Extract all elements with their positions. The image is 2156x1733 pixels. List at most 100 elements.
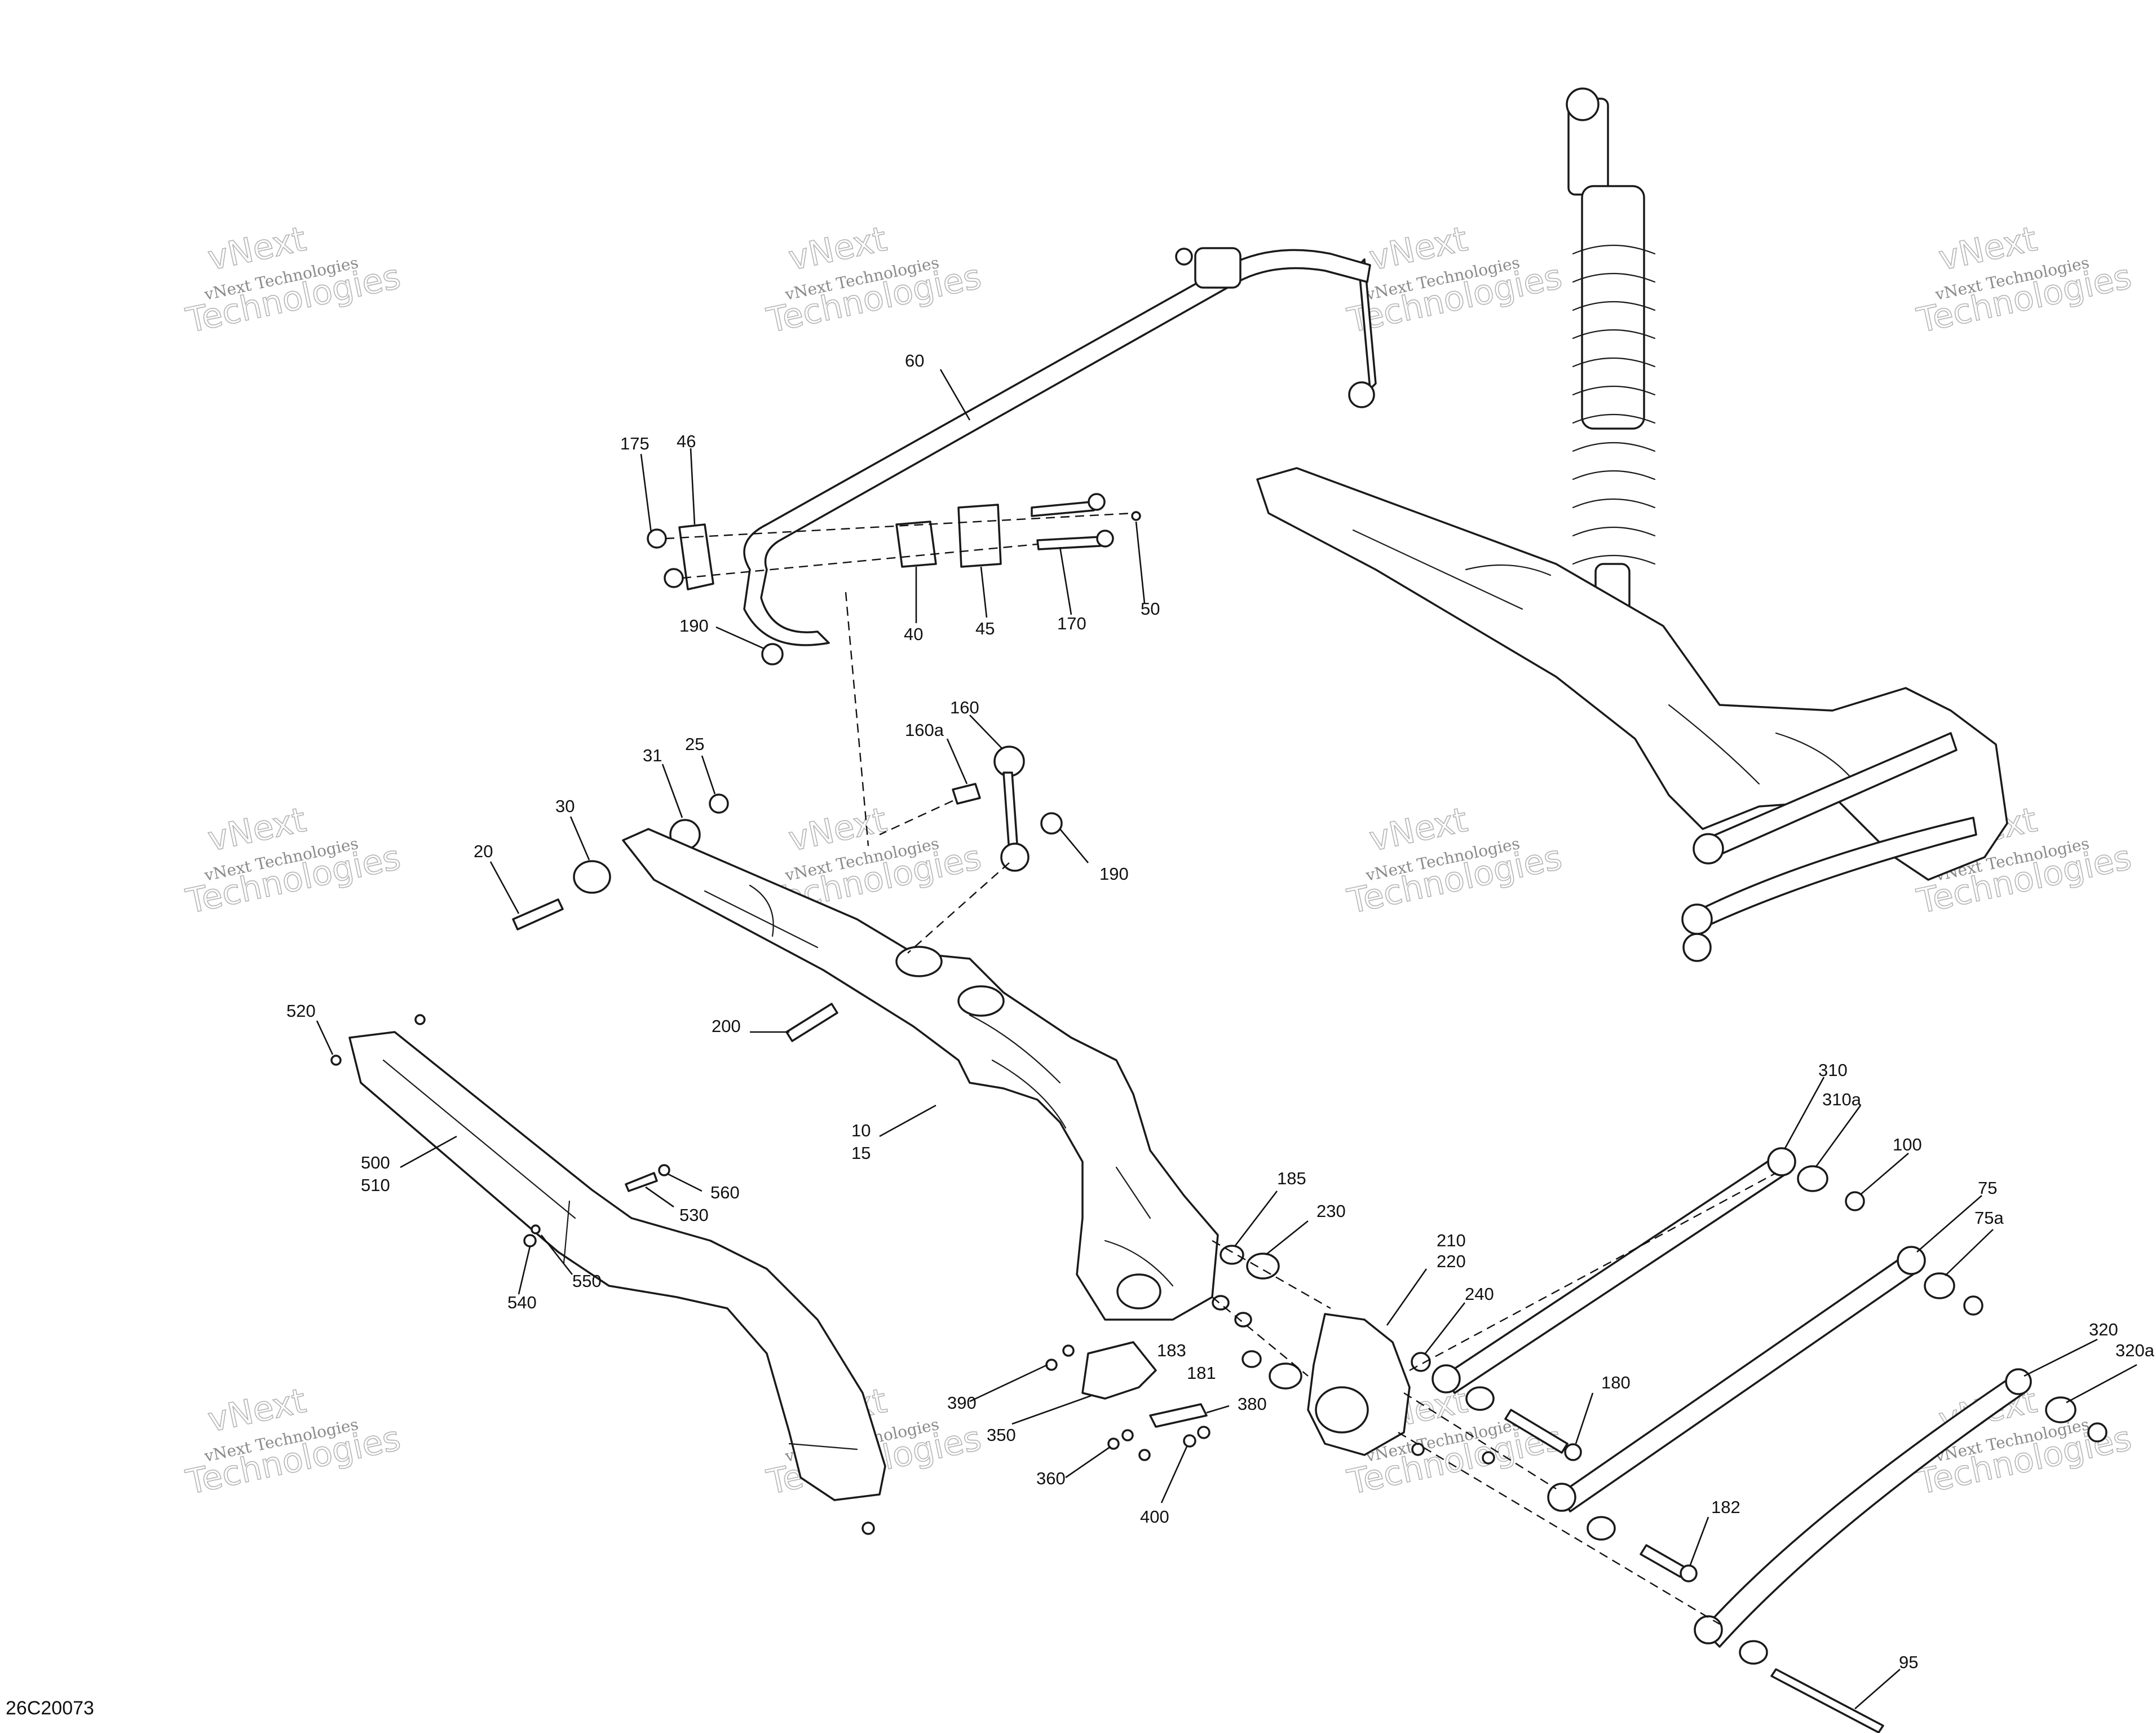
nut-190-mid	[1040, 812, 1063, 835]
leader-95	[1854, 1669, 1901, 1709]
link-320-upper-end	[2005, 1368, 2032, 1395]
skid-plate-body	[348, 1031, 886, 1501]
link-310	[1442, 1155, 1788, 1394]
callout-75: 75	[1978, 1178, 1997, 1198]
callout-46: 46	[677, 431, 696, 451]
bolt-180-head	[1564, 1443, 1582, 1461]
link-320	[1702, 1375, 2025, 1648]
callout-320a: 320a	[2115, 1340, 2155, 1360]
knuckle-210	[1212, 1245, 1495, 1465]
assembled-lower-link	[1690, 817, 1977, 932]
leader-550	[540, 1234, 573, 1275]
leader-160a	[946, 738, 968, 784]
leader-230	[1265, 1220, 1309, 1256]
plate-46	[678, 523, 714, 590]
screw-540	[523, 1234, 537, 1247]
bolt	[1062, 1344, 1075, 1357]
pivot-boss	[1116, 1273, 1161, 1309]
leader-185	[1234, 1190, 1278, 1247]
callout-310a: 310a	[1822, 1090, 1862, 1109]
leader-390	[969, 1364, 1048, 1403]
bushing	[1465, 1386, 1495, 1411]
drawing-number: 26C20073	[6, 1697, 94, 1719]
callout-40: 40	[904, 624, 923, 644]
leader-10	[879, 1104, 936, 1137]
bolt-390	[1045, 1359, 1058, 1371]
leader-310	[1783, 1077, 1825, 1150]
callout-30: 30	[555, 796, 575, 816]
nut	[664, 568, 684, 588]
callout-160a: 160a	[905, 720, 944, 740]
leader-180	[1575, 1392, 1594, 1444]
leader-310a	[1814, 1105, 1862, 1168]
bushing-30	[573, 860, 611, 894]
trailing-arm-10	[622, 828, 1219, 1321]
callout-530: 530	[679, 1205, 709, 1225]
assembled-rear-suspension	[1256, 87, 2008, 962]
sway-bar-end	[1175, 248, 1193, 266]
watermark: vNext vNext Technologies Technologies	[1913, 219, 2135, 341]
trailing-arm-details	[704, 884, 1174, 1287]
bracket-380	[1149, 1403, 1208, 1428]
bushing	[1242, 1350, 1262, 1368]
callout-181: 181	[1187, 1363, 1216, 1383]
nut	[1197, 1426, 1210, 1439]
watermark: vNext vNext Technologies Technologies	[182, 1381, 404, 1503]
callout-75a: 75a	[1974, 1208, 2004, 1228]
washer-550	[531, 1224, 541, 1234]
callout-320: 320	[2089, 1320, 2118, 1339]
link-75-upper-end	[1897, 1246, 1926, 1275]
assembly-line	[1212, 1240, 1331, 1309]
leader-25	[701, 755, 716, 795]
leader-31	[661, 764, 683, 818]
bushing-40	[895, 521, 937, 568]
callout-230: 230	[1316, 1201, 1346, 1221]
callout-400: 400	[1140, 1507, 1169, 1527]
callout-170: 170	[1057, 614, 1086, 633]
callout-200: 200	[712, 1016, 741, 1036]
leader-20	[489, 861, 520, 914]
callout-190: 190	[679, 616, 709, 636]
callout-20: 20	[474, 841, 493, 861]
leader-520	[316, 1020, 334, 1055]
leader-190-mid	[1059, 828, 1089, 863]
fastener-520	[330, 1055, 342, 1066]
callout-360: 360	[1036, 1469, 1066, 1488]
sway-bar-hardware	[647, 493, 1141, 665]
bolt	[1138, 1449, 1151, 1461]
leader-75a	[1945, 1229, 1994, 1276]
leader-50	[1135, 521, 1146, 604]
leader-540	[518, 1246, 531, 1295]
sway-link-end	[1348, 381, 1375, 408]
bushing	[1587, 1516, 1616, 1541]
leader-75	[1916, 1195, 1982, 1253]
pin-50	[1131, 511, 1141, 521]
trailing-arm-details	[1352, 529, 1862, 791]
bolt-182-head	[1680, 1564, 1698, 1582]
leader-400	[1160, 1446, 1188, 1503]
bolt-200	[785, 1003, 838, 1042]
callout-25: 25	[685, 734, 704, 754]
leader-60	[939, 369, 971, 421]
leader-500	[400, 1135, 457, 1168]
hub-bore	[1315, 1386, 1369, 1434]
callout-31: 31	[643, 746, 662, 765]
assembly-lines	[665, 512, 1777, 1625]
nut	[1963, 1295, 1983, 1316]
callout-500: 500	[361, 1153, 390, 1172]
shock-eyelet	[1566, 87, 1600, 121]
bolt-upper	[1031, 501, 1095, 517]
bracket-350	[1081, 1341, 1157, 1400]
callout-240: 240	[1465, 1284, 1494, 1304]
assembly-line	[1409, 1172, 1777, 1372]
link-end	[1682, 933, 1712, 962]
leader-100	[1860, 1153, 1909, 1195]
leader-lines	[316, 369, 2137, 1709]
bolt-head	[1088, 493, 1106, 511]
watermark: vNext vNext Technologies Technologies	[182, 800, 404, 922]
callout-350: 350	[987, 1425, 1016, 1445]
watermark: vNext vNext Technologies Technologies	[182, 219, 404, 341]
leader-350	[1011, 1395, 1092, 1425]
leader-320	[2024, 1338, 2098, 1377]
